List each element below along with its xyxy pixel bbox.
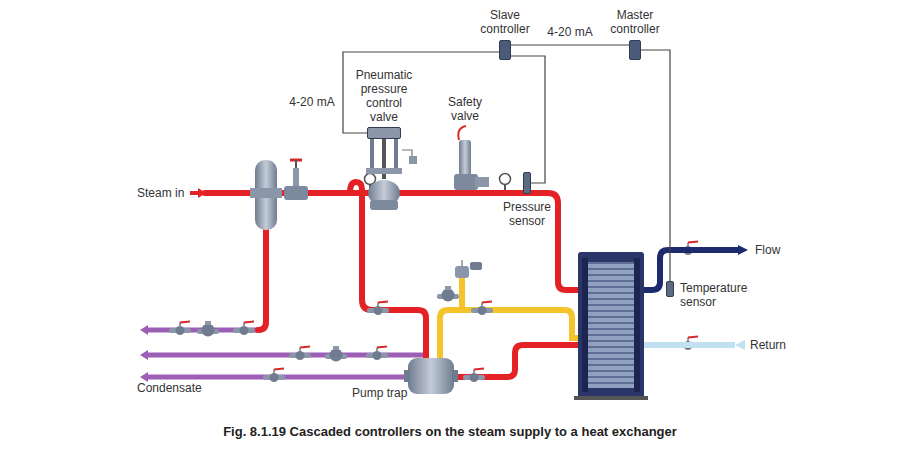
separator	[250, 160, 282, 230]
heat-exchanger	[574, 252, 648, 400]
master-controller: Master controller	[605, 8, 665, 60]
signal-label: 4-20 mA	[287, 95, 336, 109]
signal-wire	[641, 50, 670, 281]
node-label: Temperature sensor	[680, 281, 758, 309]
return-pipe	[644, 342, 735, 348]
instrument-icon	[666, 281, 674, 297]
valve-label: Safety valve	[439, 95, 491, 123]
return-arrow	[735, 340, 745, 350]
instrument-icon	[499, 40, 511, 60]
instrument-icon	[523, 172, 531, 194]
signal-wire	[511, 44, 629, 45]
pressure-gauge	[500, 174, 511, 191]
pressure-sensor: Pressure sensor	[498, 172, 556, 228]
node-label: Master controller	[605, 8, 665, 36]
temperature-sensor: Temperature sensor	[666, 281, 758, 309]
outlet-label: Flow	[755, 243, 780, 257]
condensate-lines	[148, 330, 428, 377]
pump-trap-label: Pump trap	[352, 386, 407, 400]
pump-trap	[404, 358, 458, 394]
figure-caption: Fig. 8.1.19 Cascaded controllers on the …	[223, 424, 677, 440]
node-label: Slave controller	[475, 8, 535, 36]
node-label: Pneumatic pressure control valve	[351, 68, 417, 124]
node-label: Pressure sensor	[498, 200, 556, 228]
safety-valve	[454, 126, 489, 190]
slave-controller: Slave controller	[475, 8, 535, 60]
return-label: Return	[750, 338, 786, 352]
flow-arrow	[738, 245, 748, 255]
control-valve-body	[366, 139, 417, 210]
signal-label: 4-20 mA	[545, 25, 594, 39]
stop-valve	[284, 160, 308, 200]
inlet-label: Steam in	[137, 186, 184, 200]
instrument-icon	[629, 40, 641, 60]
instrument-icon	[367, 127, 401, 139]
control-valve: Pneumatic pressure control valve	[351, 68, 417, 139]
condensate-label: Condensate	[137, 381, 202, 395]
condensate-arrows	[140, 325, 148, 382]
signal-wire	[343, 52, 499, 133]
signal-wire	[511, 56, 545, 183]
air-vent	[455, 260, 482, 278]
